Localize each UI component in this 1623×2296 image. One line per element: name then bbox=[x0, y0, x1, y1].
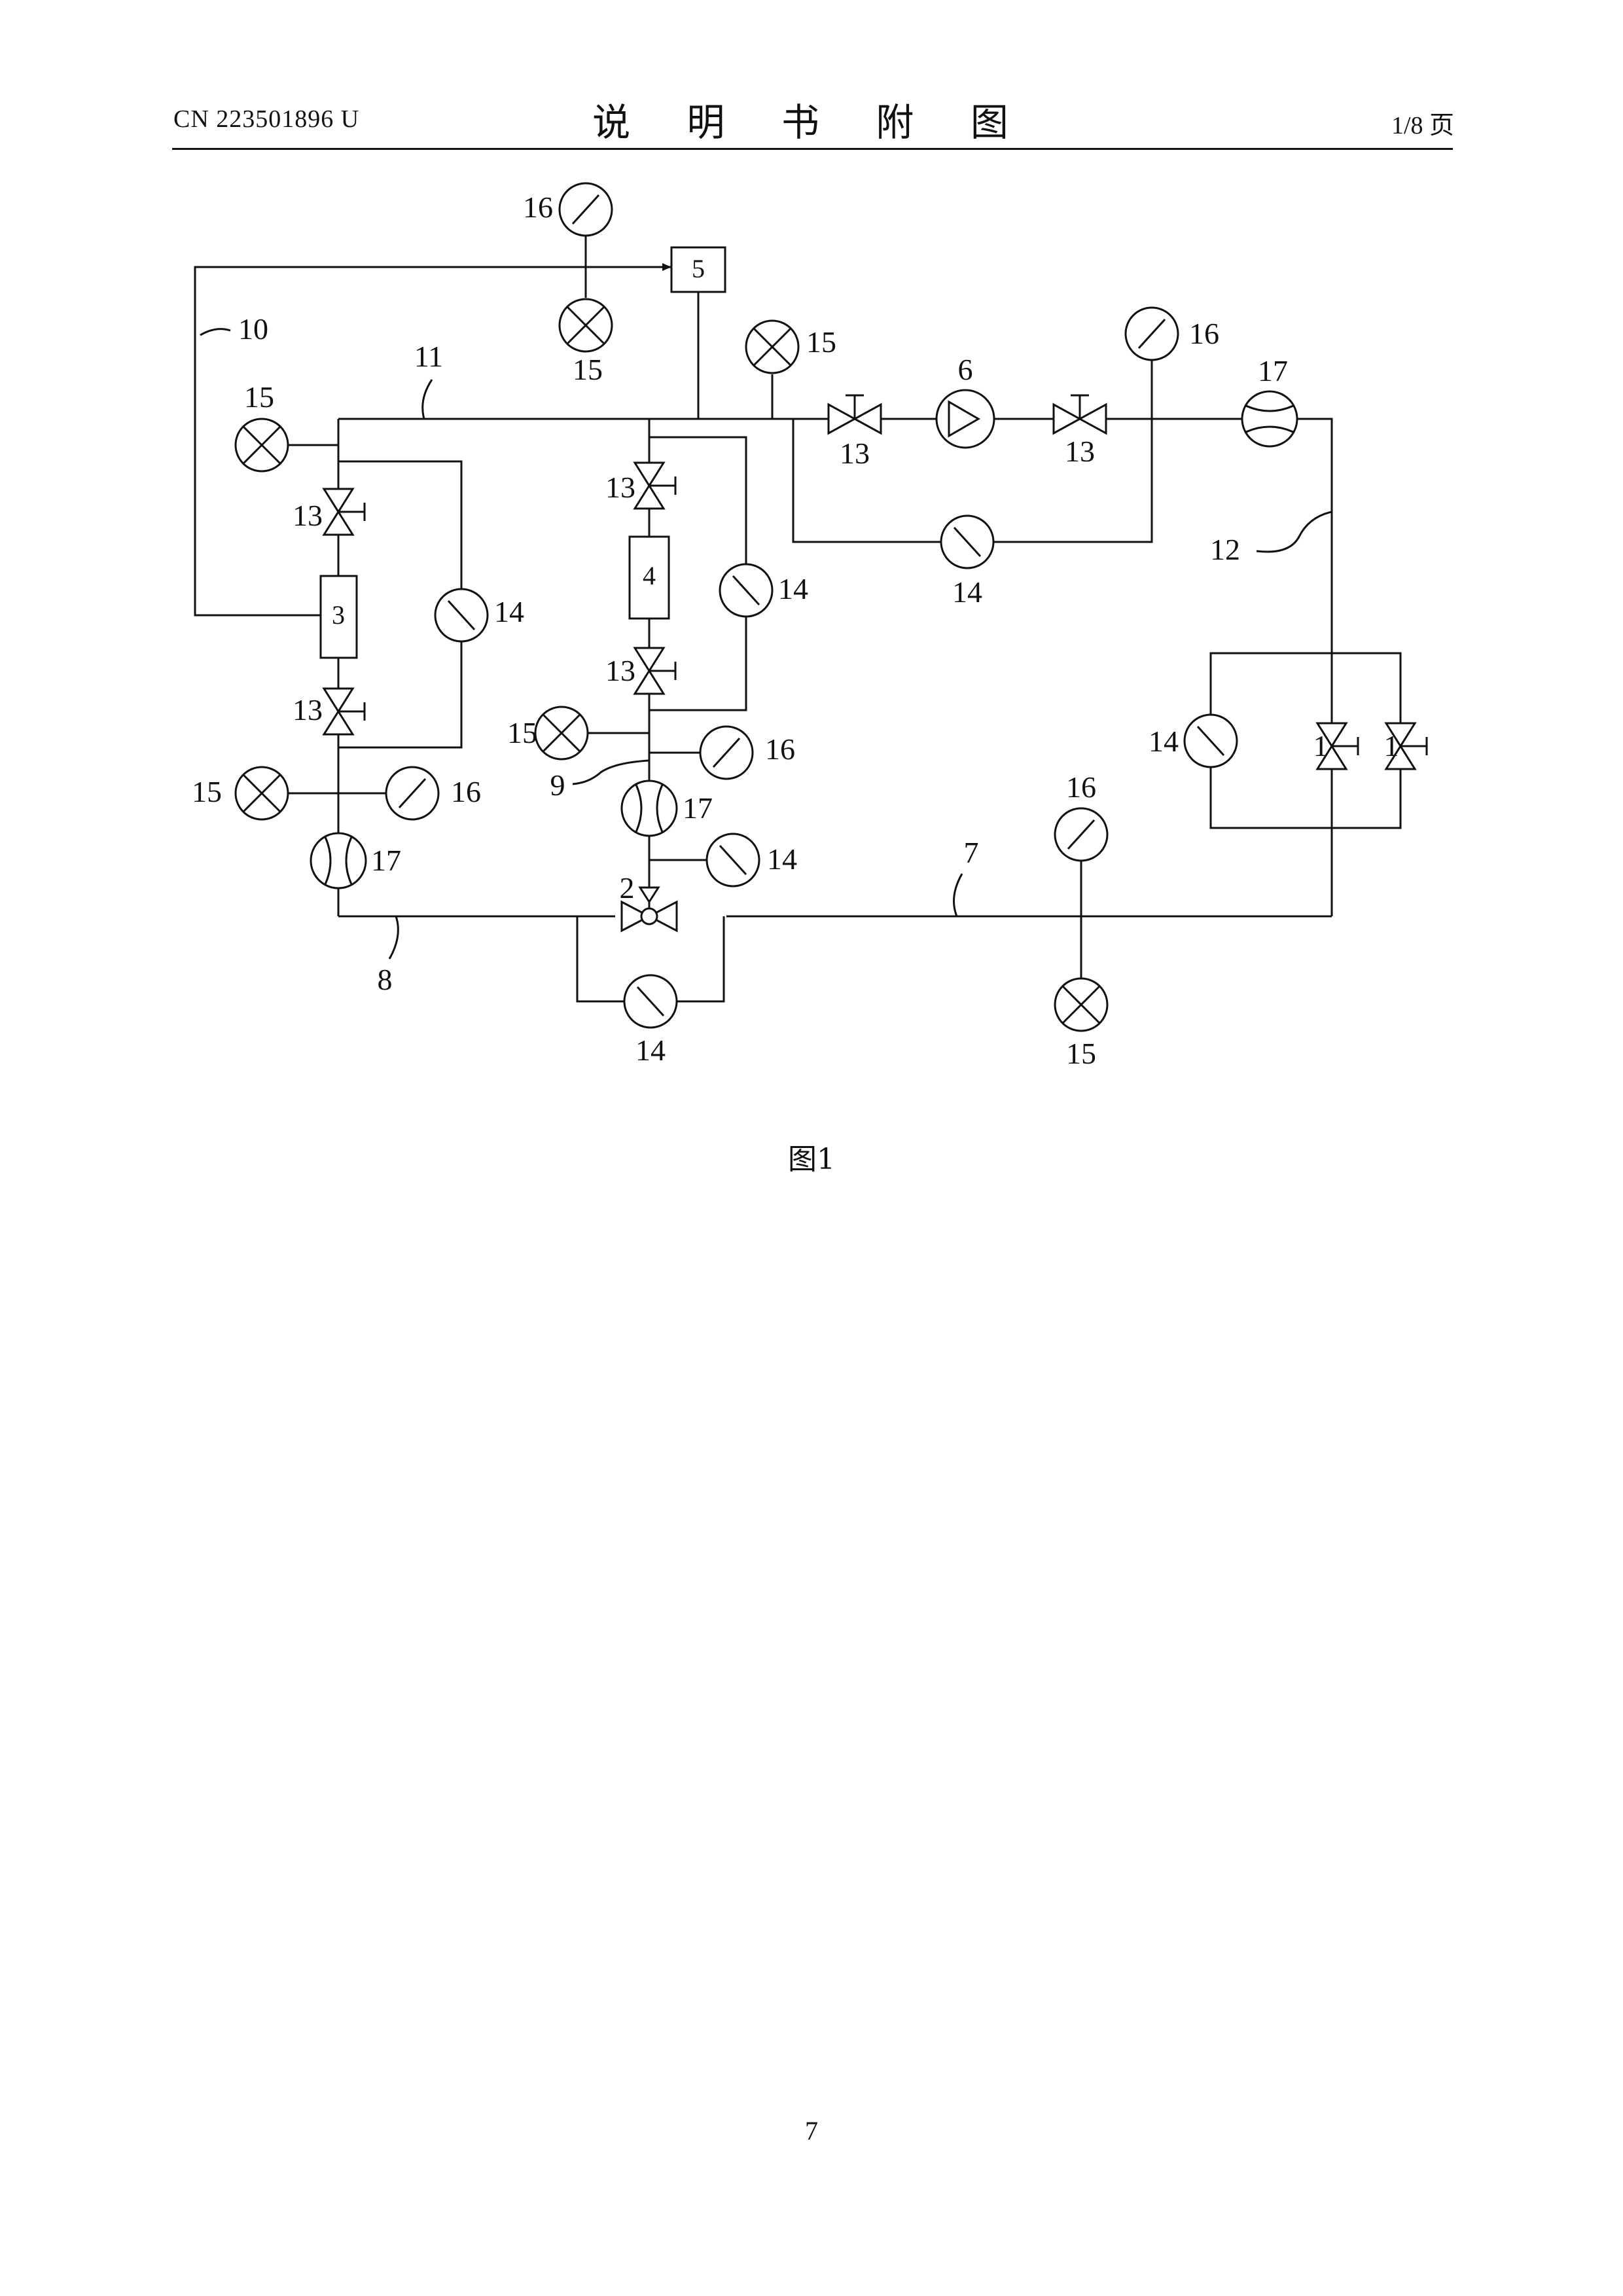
label-indicator-15-top: 15 bbox=[573, 353, 603, 386]
label-line-11: 11 bbox=[414, 340, 443, 373]
gauge-16-top bbox=[560, 183, 612, 236]
leader-7 bbox=[954, 874, 963, 916]
label-line-12: 12 bbox=[1210, 533, 1240, 566]
schematic-diagram: 3 4 5 bbox=[0, 0, 1623, 1113]
label-line-8: 8 bbox=[378, 963, 393, 996]
pipelines bbox=[195, 209, 1400, 1001]
valve-13-pump-right bbox=[1054, 395, 1106, 433]
gauge-14-left bbox=[435, 589, 488, 641]
label-line-7: 7 bbox=[964, 836, 979, 869]
gauge-16-left bbox=[386, 767, 438, 819]
label-gauge-14-right: 14 bbox=[1149, 725, 1179, 758]
label-valve-13-center-lower: 13 bbox=[605, 654, 635, 687]
indicator-15-bottom bbox=[1055, 978, 1107, 1031]
label-gauge-16-left: 16 bbox=[451, 775, 481, 808]
label-indicator-15-bottom: 15 bbox=[1066, 1037, 1096, 1070]
indicator-15-upper-left bbox=[236, 419, 288, 471]
label-pump-6: 6 bbox=[958, 353, 973, 386]
label-indicator-15-upper-left: 15 bbox=[244, 380, 274, 414]
label-meter-17-left: 17 bbox=[371, 844, 401, 877]
label-meter-17-right: 17 bbox=[1258, 354, 1288, 387]
valve-13-center-upper bbox=[635, 463, 675, 509]
label-meter-17-center: 17 bbox=[683, 791, 713, 825]
indicator-15-top bbox=[560, 299, 612, 351]
page-number: 7 bbox=[0, 2115, 1623, 2146]
label-line-9: 9 bbox=[550, 768, 565, 802]
label-valve-13-center-upper: 13 bbox=[605, 471, 635, 504]
label-gauge-16-center: 16 bbox=[765, 732, 795, 766]
label-indicator-15-pump: 15 bbox=[806, 325, 836, 359]
leader-9 bbox=[573, 761, 649, 784]
label-indicator-15-left: 15 bbox=[192, 775, 222, 808]
meter-17-left bbox=[311, 833, 366, 888]
label-gauge-14-center: 14 bbox=[778, 572, 808, 605]
label-device-5: 5 bbox=[692, 254, 705, 283]
meter-17-right bbox=[1242, 391, 1297, 446]
label-device-4: 4 bbox=[643, 561, 656, 590]
label-valve-13-left-lower: 13 bbox=[293, 693, 323, 726]
arrow-into-5 bbox=[662, 263, 671, 271]
device-4: 4 bbox=[630, 537, 669, 619]
indicator-15-pump bbox=[746, 321, 798, 373]
valve-13-pump-left bbox=[829, 395, 881, 433]
label-valve-13-pump-right: 13 bbox=[1065, 435, 1095, 468]
gauge-14-pump-bypass bbox=[941, 516, 993, 568]
gauge-16-pump bbox=[1126, 308, 1178, 360]
valve-13-center-lower bbox=[635, 648, 675, 694]
label-line-10: 10 bbox=[238, 312, 268, 346]
leader-10 bbox=[200, 329, 230, 335]
label-gauge-16-bottom: 16 bbox=[1066, 770, 1096, 804]
gauge-14-center bbox=[720, 564, 772, 617]
figure-caption: 图1 bbox=[0, 1136, 1623, 1177]
leader-8 bbox=[389, 916, 398, 959]
indicator-15-left bbox=[236, 767, 288, 819]
valve-13-left-lower bbox=[324, 689, 365, 734]
device-3: 3 bbox=[321, 576, 357, 658]
meter-17-center bbox=[622, 781, 677, 836]
valve-13-left-upper bbox=[324, 489, 365, 535]
label-gauge-16-pump: 16 bbox=[1189, 317, 1219, 350]
label-valve-13-pump-left: 13 bbox=[840, 437, 870, 470]
label-gauge-14-pump-bypass: 14 bbox=[952, 575, 982, 609]
label-gauge-16-top: 16 bbox=[523, 190, 553, 224]
gauge-14-bottom bbox=[624, 975, 677, 1028]
label-device-3: 3 bbox=[332, 600, 345, 630]
device-5: 5 bbox=[671, 247, 725, 292]
label-indicator-15-center: 15 bbox=[507, 716, 537, 749]
gauge-14-center-lower bbox=[707, 834, 759, 886]
gauge-16-center bbox=[700, 726, 753, 779]
label-valve-1-left: 1 bbox=[1313, 729, 1329, 762]
pump-6 bbox=[936, 390, 994, 448]
label-valve-2: 2 bbox=[620, 871, 635, 905]
label-gauge-14-left: 14 bbox=[494, 595, 524, 628]
gauge-16-bottom bbox=[1055, 808, 1107, 861]
label-gauge-14-bottom: 14 bbox=[635, 1033, 666, 1067]
indicator-15-center bbox=[535, 707, 588, 759]
label-valve-13-left-upper: 13 bbox=[293, 499, 323, 532]
pipeline-12 bbox=[1302, 419, 1332, 916]
label-gauge-14-center-lower: 14 bbox=[767, 842, 797, 876]
label-valve-1-right: 1 bbox=[1384, 729, 1399, 762]
leader-11 bbox=[423, 380, 432, 419]
gauge-14-right bbox=[1185, 715, 1237, 767]
leader-12 bbox=[1257, 512, 1332, 552]
